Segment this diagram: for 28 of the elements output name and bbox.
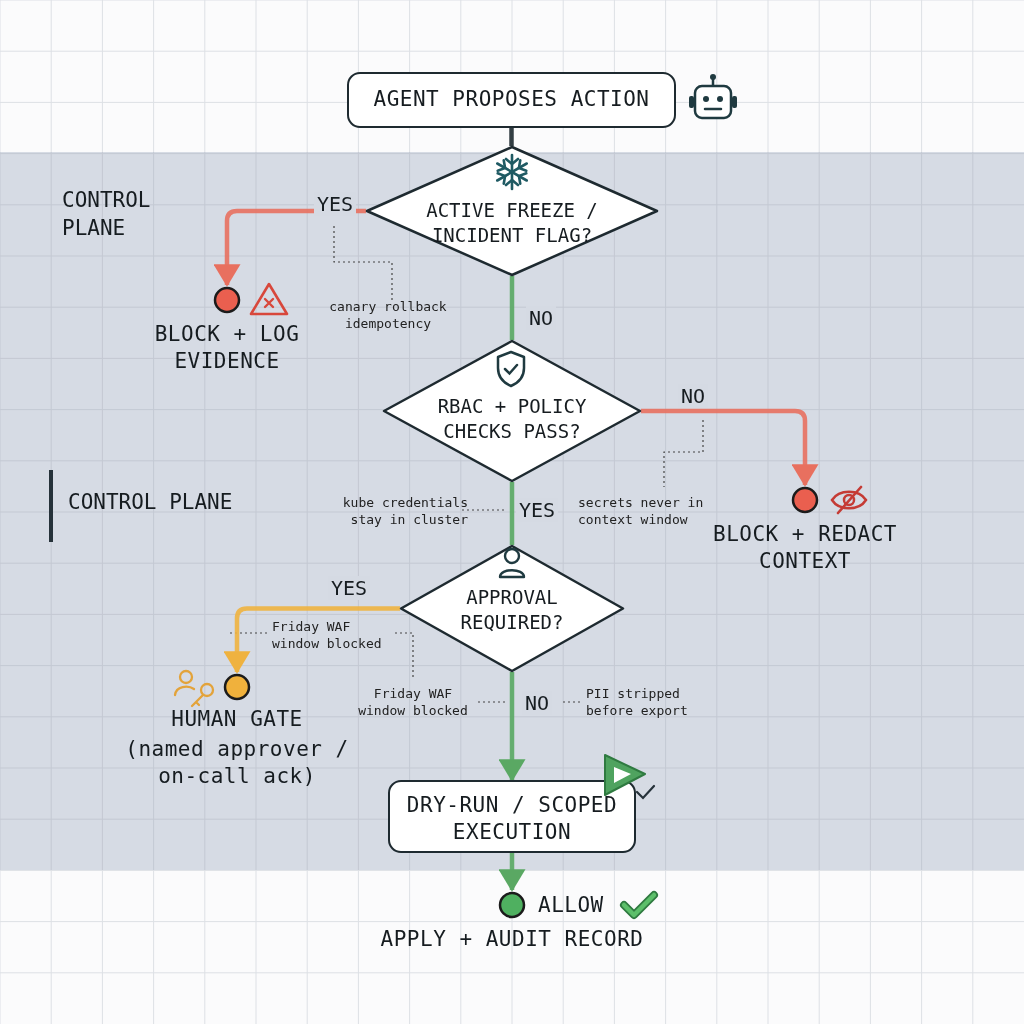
- arrow: [498, 672, 526, 782]
- arrow: [498, 853, 526, 892]
- node-label: RBAC + POLICY CHECKS PASS?: [436, 394, 588, 444]
- annotation-note: Friday WAF window blocked: [272, 618, 383, 652]
- connector-line: [509, 482, 515, 545]
- node-label: AGENT PROPOSES ACTION: [372, 86, 651, 113]
- node-label: DRY-RUN / SCOPED EXECUTION: [405, 792, 619, 846]
- node-title: HUMAN GATE: [170, 706, 304, 733]
- annotation-note: kube credentials stay in cluster: [341, 494, 468, 528]
- connector-line: [509, 128, 514, 146]
- arrow: [223, 606, 400, 674]
- annotation-note: canary rollback idempotency: [328, 298, 448, 332]
- annotation-note: PII stripped before export: [586, 685, 689, 719]
- annotation-note: secrets never in context window: [578, 494, 705, 528]
- node-label: APPLY + AUDIT RECORD: [379, 926, 645, 953]
- node-label: APPROVAL REQUIRED?: [459, 585, 565, 635]
- node-label: ACTIVE FREEZE / INCIDENT FLAG?: [425, 198, 599, 248]
- node-description: (named approver / on-call ack): [124, 736, 350, 790]
- node-label: ALLOW: [538, 892, 604, 919]
- process-box: [347, 72, 676, 128]
- section-title: CONTROL PLANE: [62, 187, 152, 242]
- node-label: BLOCK + LOG EVIDENCE: [153, 321, 301, 375]
- connector-line: [509, 276, 515, 340]
- arrow: [641, 408, 819, 487]
- section-title: CONTROL PLANE: [68, 489, 234, 516]
- annotation-note: Friday WAF window blocked: [357, 685, 469, 719]
- node-label: BLOCK + REDACT CONTEXT: [712, 521, 898, 575]
- process-box: [388, 780, 636, 853]
